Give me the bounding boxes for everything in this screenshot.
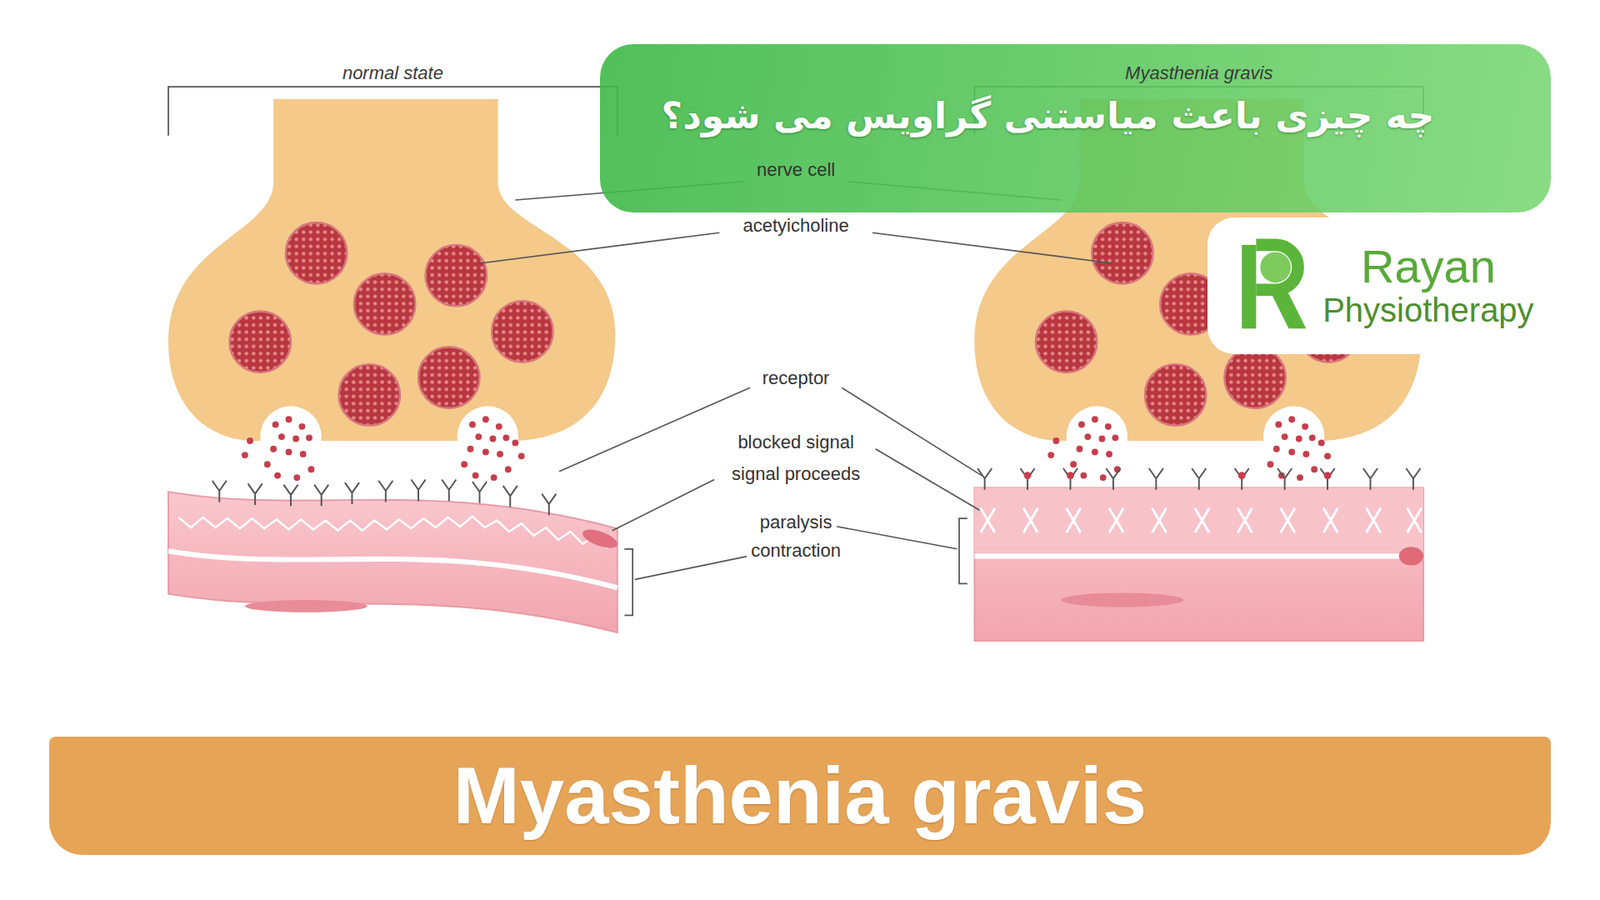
part-label: contraction	[746, 540, 845, 563]
muscle-normal	[168, 491, 618, 633]
nerve-terminal-normal	[168, 99, 615, 481]
leader-line	[480, 181, 1113, 580]
receptor-blocked	[1324, 471, 1332, 480]
receptor-normal	[378, 480, 393, 503]
receptor-normal	[283, 485, 298, 507]
leader-line	[559, 387, 750, 471]
receptor-blocked	[1020, 468, 1035, 490]
muscle-disease	[1060, 592, 1184, 607]
leader-line	[836, 526, 957, 550]
question-banner: چه چیزی باعث میاستنی گراویس می شود؟	[600, 44, 1551, 213]
receptor-blocked	[1277, 468, 1292, 490]
part-label: signal proceeds	[727, 463, 865, 486]
muscle-disease	[1399, 546, 1424, 565]
receptor-normal	[314, 485, 329, 507]
receptor-blocked	[977, 468, 992, 490]
receptor-normal	[248, 483, 263, 505]
receptor-normal	[212, 480, 227, 503]
part-label: acetyicholine	[739, 214, 854, 237]
receptor-blocked	[1235, 468, 1250, 490]
part-label: paralysis	[755, 510, 837, 534]
logo-mark	[1241, 245, 1256, 329]
leader-line	[635, 555, 749, 580]
section-title: Myasthenia gravis	[1120, 62, 1277, 85]
banner-question: چه چیزی باعث میاستنی گراویس می شود؟	[661, 91, 1435, 140]
muscle-normal	[168, 550, 618, 588]
muscle-disease	[1407, 508, 1422, 533]
muscle-disease	[1151, 508, 1166, 533]
section-bracket	[624, 549, 633, 616]
receptor-normal	[345, 482, 360, 505]
receptor-normal	[472, 481, 487, 504]
logo-mark	[1269, 290, 1306, 330]
leader-line	[612, 480, 715, 531]
receptor-blocked	[1238, 471, 1246, 480]
leader-line	[875, 449, 980, 510]
muscle-disease	[1109, 508, 1124, 533]
muscle-disease	[1195, 508, 1210, 533]
title-band: Myasthenia gravis	[49, 736, 1551, 855]
receptor-blocked	[1191, 468, 1206, 490]
muscle-disease	[1280, 508, 1295, 533]
receptor-blocked	[1024, 471, 1332, 480]
muscle-disease	[974, 487, 1424, 641]
muscle-normal	[178, 516, 607, 549]
receptor-normal	[503, 485, 518, 508]
receptor-blocked	[1149, 468, 1164, 490]
receptor-normal	[541, 494, 556, 516]
muscle-disease	[1366, 508, 1381, 533]
muscle-disease	[980, 508, 995, 533]
receptor-normal	[441, 480, 456, 502]
logo-mark	[1260, 251, 1291, 283]
receptor-blocked	[1066, 471, 1075, 480]
section-bracket	[959, 518, 968, 584]
muscle-disease	[1023, 508, 1038, 533]
muscle-normal	[245, 600, 368, 613]
leader-line	[480, 232, 720, 264]
receptor-blocked	[1024, 471, 1032, 480]
logo-name: Rayan	[1360, 242, 1496, 292]
muscle-normal	[168, 491, 620, 633]
logo-box: RayanPhysiotherapy	[1207, 217, 1552, 355]
section-title: normal state	[338, 62, 448, 85]
part-label: blocked signal	[733, 431, 858, 455]
logo-subtitle: Physiotherapy	[1322, 291, 1534, 329]
receptor-blocked	[1320, 468, 1335, 490]
receptor-blocked	[977, 468, 1420, 490]
receptor-normal	[212, 480, 557, 516]
part-label: nerve cell	[752, 159, 840, 182]
title-text: Myasthenia gravis	[453, 751, 1147, 840]
leader-line	[872, 232, 1113, 264]
receptor-blocked	[1405, 468, 1420, 490]
muscle-disease	[974, 487, 1424, 553]
muscle-disease	[974, 553, 1424, 559]
part-label: receptor	[758, 367, 835, 390]
logo-mark	[1255, 245, 1298, 290]
receptor-blocked	[1105, 468, 1120, 490]
receptor-blocked	[1363, 468, 1378, 490]
muscle-disease	[974, 487, 1424, 641]
receptor-normal	[410, 480, 425, 502]
muscle-disease	[1066, 508, 1081, 533]
muscle-disease	[1323, 508, 1338, 533]
receptor-blocked	[1063, 468, 1078, 490]
muscle-disease	[1237, 508, 1252, 533]
